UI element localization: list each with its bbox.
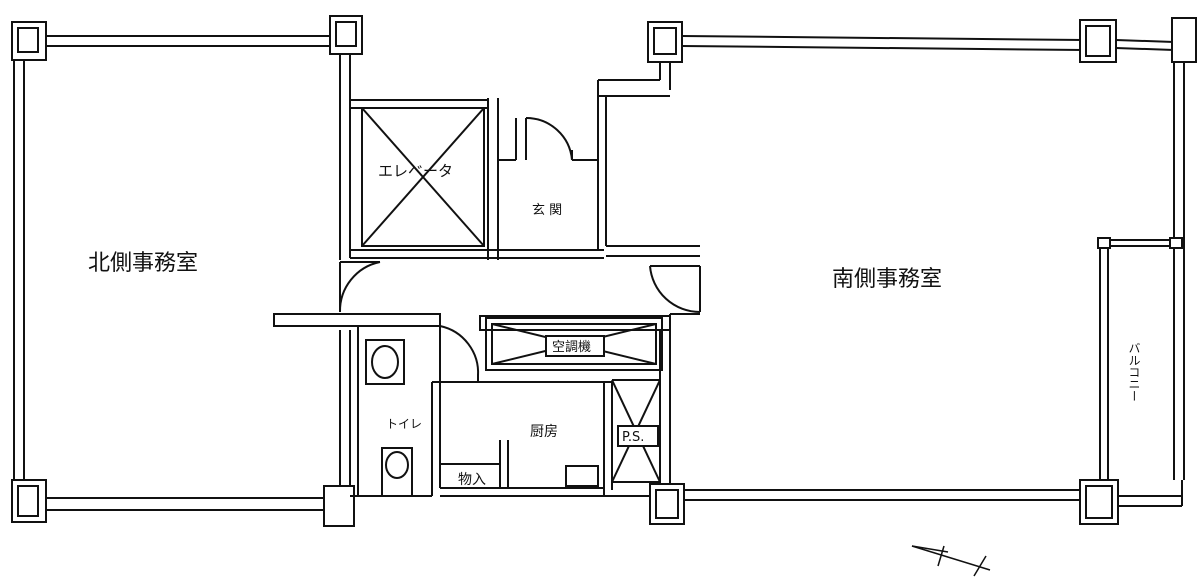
kitchen-label: 厨房 — [530, 424, 558, 440]
entrance-walls — [498, 96, 700, 259]
pipe-shaft-label: P.S. — [622, 430, 644, 445]
elevator-shaft — [350, 98, 499, 260]
storage-label: 物入 — [458, 472, 486, 488]
north-office-label: 北側事務室 — [88, 251, 198, 276]
balcony-label: バルコニー — [1127, 342, 1141, 402]
elevator-label: エレベータ — [378, 162, 453, 180]
north-office-walls — [11, 15, 363, 527]
toilet-fixtures — [365, 339, 413, 497]
air-conditioner-box — [545, 335, 605, 357]
south-office-label: 南側事務室 — [832, 267, 942, 292]
compass-mark — [911, 545, 991, 577]
entrance-label: 玄 関 — [532, 203, 562, 218]
south-office-walls — [597, 17, 1197, 525]
corridor-walls — [273, 261, 701, 497]
pipe-shaft-box — [617, 425, 659, 447]
air-conditioner-label: 空調機 — [552, 340, 591, 355]
toilet-label: トイレ — [386, 417, 422, 431]
